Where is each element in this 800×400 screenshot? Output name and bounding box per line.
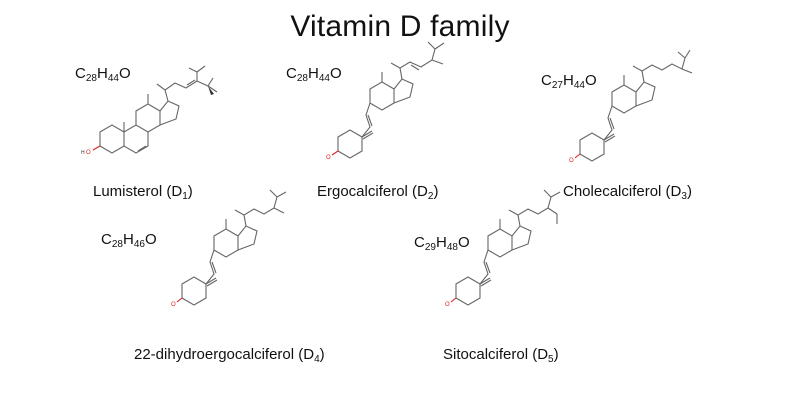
svg-text:O: O: [86, 150, 91, 156]
svg-text:O: O: [326, 155, 331, 161]
svg-text:O: O: [445, 302, 450, 308]
structure-sitocalciferol: O: [445, 189, 561, 308]
structure-cholecalciferol: O: [569, 49, 693, 164]
svg-text:H: H: [81, 150, 85, 156]
name-ergocalciferol: Ergocalciferol (D2): [317, 183, 439, 202]
formula-lumisterol: C28H44O: [75, 65, 131, 84]
diagram-title: Vitamin D family: [290, 10, 510, 43]
name-dihydroergocalciferol: 22-dihydroergocalciferol (D4): [134, 346, 325, 365]
name-sitocalciferol: Sitocalciferol (D5): [443, 346, 559, 365]
formula-cholecalciferol: C27H44O: [541, 72, 597, 91]
name-lumisterol: Lumisterol (D1): [93, 183, 193, 202]
formula-ergocalciferol: C28H44O: [286, 65, 342, 84]
structure-lumisterol: O H: [81, 65, 218, 156]
svg-text:O: O: [569, 158, 574, 164]
formula-dihydroergocalciferol: C28H46O: [101, 231, 157, 250]
name-cholecalciferol: Cholecalciferol (D3): [563, 183, 692, 202]
formula-sitocalciferol: C29H48O: [414, 234, 470, 253]
structure-dihydroergocalciferol: O: [171, 189, 287, 308]
svg-text:O: O: [171, 302, 176, 308]
structure-ergocalciferol: O: [326, 41, 445, 161]
